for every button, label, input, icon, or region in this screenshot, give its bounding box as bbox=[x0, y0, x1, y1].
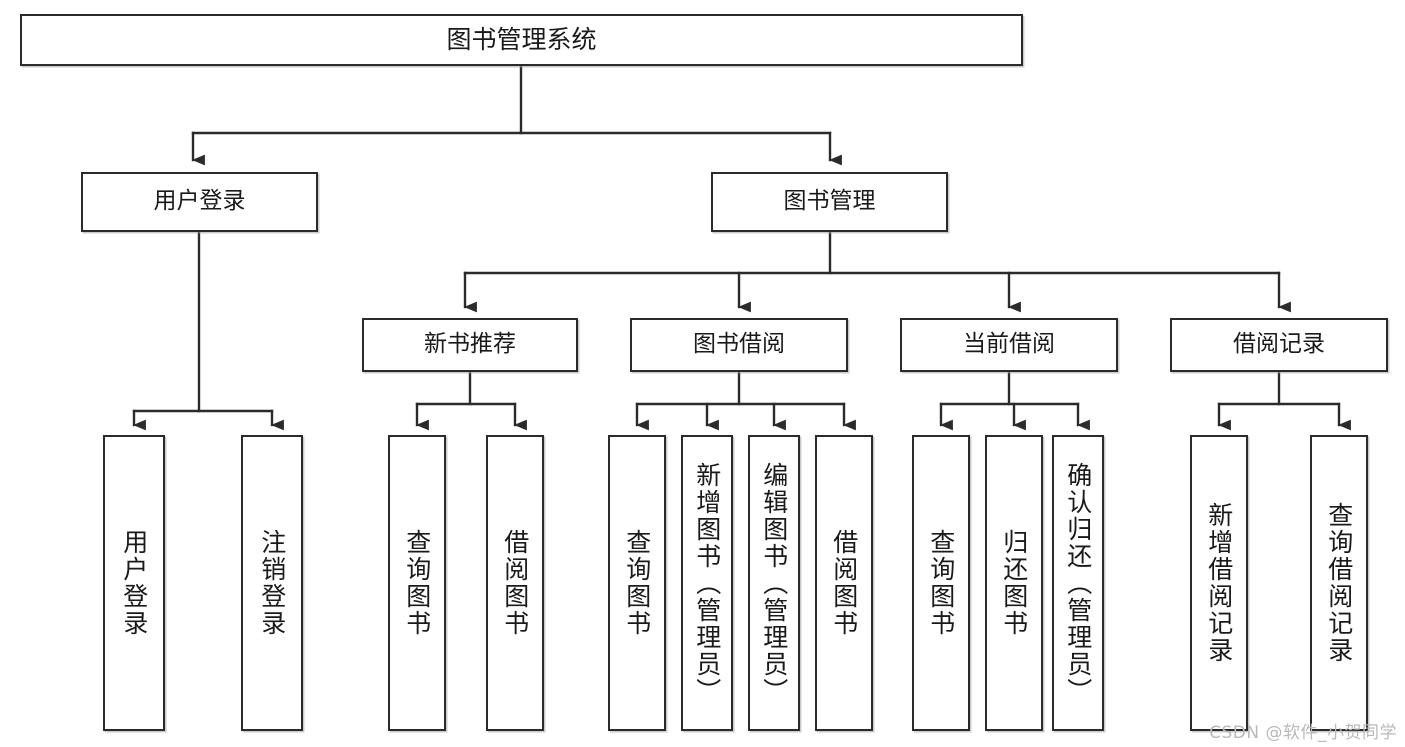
leaf-query-book-current[interactable]: 查询图书 bbox=[912, 435, 970, 731]
node-borrow-record[interactable]: 借阅记录 bbox=[1170, 318, 1388, 372]
leaf-logout[interactable]: 注销登录 bbox=[241, 435, 303, 731]
leaf-query-borrow-record-label: 查询借阅记录 bbox=[1324, 502, 1354, 664]
csdn-watermark: CSDN @软件_小贺同学 bbox=[1209, 723, 1397, 743]
node-root[interactable]: 图书管理系统 bbox=[20, 14, 1023, 66]
node-book-borrow-label: 图书借阅 bbox=[693, 331, 785, 358]
leaf-add-book[interactable]: 新增图书（管理员） bbox=[681, 435, 733, 731]
leaf-borrow-book-recommend-label: 借阅图书 bbox=[500, 529, 530, 637]
leaf-logout-label: 注销登录 bbox=[257, 529, 287, 637]
leaf-confirm-return[interactable]: 确认归还（管理员） bbox=[1052, 435, 1104, 731]
leaf-query-book-borrow-label: 查询图书 bbox=[622, 529, 652, 637]
leaf-borrow-book-label: 借阅图书 bbox=[829, 529, 859, 637]
leaf-return-book[interactable]: 归还图书 bbox=[985, 435, 1043, 731]
leaf-query-book-current-label: 查询图书 bbox=[926, 529, 956, 637]
node-current-borrow-label: 当前借阅 bbox=[963, 331, 1055, 358]
leaf-edit-book-label: 编辑图书（管理员） bbox=[759, 461, 789, 705]
leaf-query-borrow-record[interactable]: 查询借阅记录 bbox=[1310, 435, 1368, 731]
node-user-login[interactable]: 用户登录 bbox=[81, 172, 318, 232]
leaf-add-borrow-record-label: 新增借阅记录 bbox=[1204, 502, 1234, 664]
node-borrow-record-label: 借阅记录 bbox=[1233, 331, 1325, 358]
node-current-borrow[interactable]: 当前借阅 bbox=[900, 318, 1118, 372]
leaf-add-borrow-record[interactable]: 新增借阅记录 bbox=[1190, 435, 1248, 731]
leaf-query-book-borrow[interactable]: 查询图书 bbox=[608, 435, 666, 731]
node-root-label: 图书管理系统 bbox=[446, 25, 597, 55]
leaf-user-login[interactable]: 用户登录 bbox=[103, 435, 165, 731]
leaf-query-book-recommend[interactable]: 查询图书 bbox=[388, 435, 446, 731]
leaf-borrow-book[interactable]: 借阅图书 bbox=[815, 435, 873, 731]
node-new-book-recommend-label: 新书推荐 bbox=[424, 331, 516, 358]
node-book-borrow[interactable]: 图书借阅 bbox=[630, 318, 848, 372]
leaf-add-book-label: 新增图书（管理员） bbox=[692, 461, 722, 705]
leaf-edit-book[interactable]: 编辑图书（管理员） bbox=[748, 435, 800, 731]
leaf-user-login-label: 用户登录 bbox=[119, 529, 149, 637]
node-new-book-recommend[interactable]: 新书推荐 bbox=[362, 318, 578, 372]
leaf-query-book-recommend-label: 查询图书 bbox=[402, 529, 432, 637]
node-book-manage-label: 图书管理 bbox=[783, 188, 876, 215]
leaf-borrow-book-recommend[interactable]: 借阅图书 bbox=[486, 435, 544, 731]
leaf-confirm-return-label: 确认归还（管理员） bbox=[1063, 461, 1093, 705]
node-book-manage[interactable]: 图书管理 bbox=[711, 172, 948, 232]
leaf-return-book-label: 归还图书 bbox=[999, 529, 1029, 637]
node-user-login-label: 用户登录 bbox=[153, 188, 246, 215]
